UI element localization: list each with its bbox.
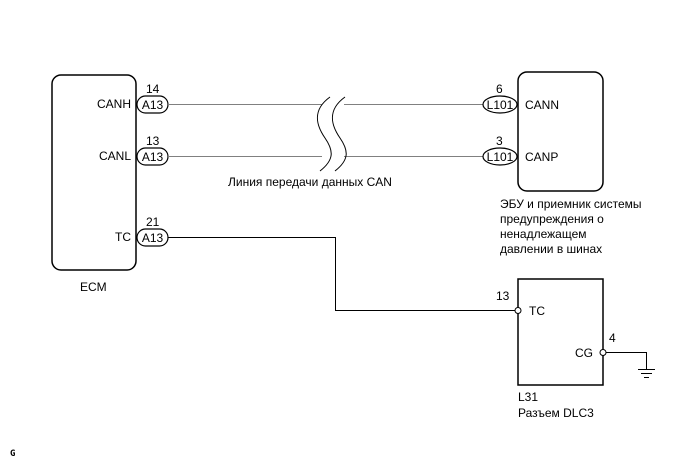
corner-mark: G <box>10 449 15 459</box>
ecm-pin-canh-number: 14 <box>146 82 160 96</box>
ecm-pin-canl-label: CANL <box>99 149 131 163</box>
tpms-label-line-3: ненадлежащем <box>500 227 587 241</box>
ecm-pin-tc-number: 21 <box>146 215 160 229</box>
ecm-pin-tc-label: TC <box>115 230 131 244</box>
tpms-connector-cann-id: L101 <box>487 98 514 112</box>
tpms-connector-canp: L101 <box>482 147 518 166</box>
ecm-pin-canl-number: 13 <box>146 134 160 148</box>
tpms-label-line-4: давлении в шинах <box>500 242 602 256</box>
ecm-pin-canh-label: CANH <box>97 97 131 111</box>
tpms-connector-canp-id: L101 <box>487 150 514 164</box>
dlc3-pin-cg-label: CG <box>575 346 593 360</box>
ground-icon <box>638 369 655 378</box>
dlc3-pin-tc-label: TC <box>529 304 545 318</box>
ecm-connector-canh: A13 <box>136 95 169 114</box>
ecm-connector-canh-id: A13 <box>142 98 164 112</box>
tpms-pin-canp-label: CANP <box>525 150 558 164</box>
dlc3-label: Разъем DLC3 <box>518 406 594 420</box>
dlc3-tc-terminal <box>514 307 522 314</box>
tpms-pin-canp-number: 3 <box>496 134 503 148</box>
ecm-connector-tc: A13 <box>136 228 169 247</box>
ecm-box <box>51 74 137 271</box>
wire-break-mark <box>316 96 347 172</box>
dlc3-pin-tc-number: 13 <box>496 289 510 303</box>
tpms-receiver-box <box>517 71 604 192</box>
dlc3-cg-terminal <box>599 349 607 356</box>
ecm-connector-canl-id: A13 <box>142 150 164 164</box>
tpms-connector-cann: L101 <box>482 95 518 114</box>
ground-wire <box>606 352 647 369</box>
dlc3-connector-id: L31 <box>518 390 538 404</box>
ecm-connector-canl: A13 <box>136 147 169 166</box>
ecm-label: ECM <box>80 280 107 294</box>
tpms-pin-cann-label: CANN <box>525 98 559 112</box>
dlc3-pin-cg-number: 4 <box>609 331 616 345</box>
tc-wire <box>168 237 515 311</box>
dlc3-box <box>517 278 604 386</box>
tpms-pin-cann-number: 6 <box>496 82 503 96</box>
can-bus-label: Линия передачи данных CAN <box>228 175 392 189</box>
ecm-connector-tc-id: A13 <box>142 231 164 245</box>
tpms-label-line-1: ЭБУ и приемник системы <box>500 197 642 211</box>
tpms-label-line-2: предупреждения о <box>500 212 604 226</box>
